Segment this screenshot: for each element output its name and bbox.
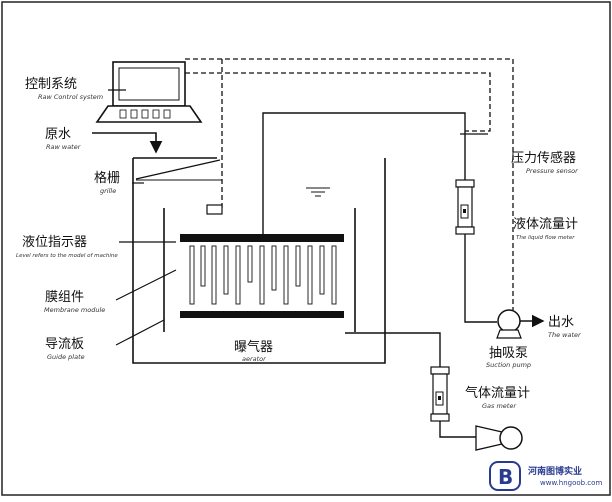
liquid-flow-meter-en: The liquid flow meter [516, 235, 575, 241]
label-guide-plate: 导流板 Guide plate [45, 337, 85, 361]
water-out-label: 出水 [548, 315, 574, 330]
water-out-en: The water [548, 331, 582, 339]
level-indicator-label: 液位指示器 [22, 235, 87, 250]
label-suction-pump: 抽吸泵 Suction pump [486, 346, 531, 369]
raw-water-label: 原水 [45, 127, 71, 142]
suction-pump-icon [496, 309, 522, 339]
logo-letter: B [498, 465, 513, 489]
label-level-indicator: 液位指示器 Level refers to the model of machi… [16, 235, 118, 259]
liquid-flow-meter [455, 179, 475, 235]
water-level-mark [306, 187, 330, 197]
pressure-sensor-label: 压力传感器 [511, 150, 576, 166]
membrane-module-label: 膜组件 [45, 290, 84, 305]
label-aerator: 曝气器 aerator [234, 339, 273, 363]
level-indicator [206, 204, 223, 215]
label-membrane-module: 膜组件 Membrane module [44, 290, 105, 314]
label-control-system: 控制系统 Raw Control system [25, 77, 103, 101]
gas-meter-label: 气体流量计 [465, 385, 530, 401]
grille [135, 159, 222, 181]
aerator-label: 曝气器 [234, 339, 273, 355]
raw-water-en: Raw water [46, 143, 82, 151]
label-raw-water: 原水 Raw water [45, 127, 82, 151]
suction-pump-en: Suction pump [486, 361, 531, 369]
gas-meter-en: Gas meter [482, 402, 517, 410]
label-liquid-flow-meter: 液体流量计 The liquid flow meter [513, 217, 578, 241]
level-indicator-en: Level refers to the model of machine [16, 253, 118, 259]
permeate-pipe [262, 112, 466, 234]
liquid-flow-meter-label: 液体流量计 [513, 217, 578, 232]
watermark: B 河南图博实业 www.hngoob.com [489, 461, 602, 491]
leader-lines [108, 89, 488, 346]
guide-plate-en: Guide plate [47, 353, 85, 361]
gas-flow-meter [430, 366, 450, 422]
label-gas-meter: 气体流量计 Gas meter [465, 385, 530, 410]
company-logo-icon: B [489, 461, 521, 491]
blower-icon [475, 425, 523, 451]
blower-pipe [439, 421, 478, 438]
grille-en: grille [100, 187, 116, 195]
suction-pump-label: 抽吸泵 [489, 346, 528, 361]
membrane-module-en: Membrane module [44, 306, 105, 314]
label-pressure-sensor: 压力传感器 Pressure sensor [511, 150, 579, 175]
label-water-out: 出水 The water [548, 315, 582, 339]
guide-plate-label: 导流板 [45, 337, 84, 352]
pump-inlet-pipe [464, 234, 497, 323]
aerator-en: aerator [242, 355, 267, 363]
label-grille: 格栅 grille [94, 170, 120, 195]
control-system-en: Raw Control system [38, 93, 103, 101]
watermark-company: 河南图博实业 [528, 465, 582, 477]
pressure-sensor-en: Pressure sensor [526, 167, 579, 175]
grille-label: 格栅 [94, 170, 120, 186]
laptop-icon [95, 61, 203, 123]
watermark-url: www.hngoob.com [540, 479, 602, 487]
tank [132, 157, 386, 364]
aeration-pipe [345, 332, 441, 373]
membrane-module [180, 234, 344, 318]
raw-water-arrow [92, 132, 163, 154]
control-system-label: 控制系统 [25, 77, 77, 92]
